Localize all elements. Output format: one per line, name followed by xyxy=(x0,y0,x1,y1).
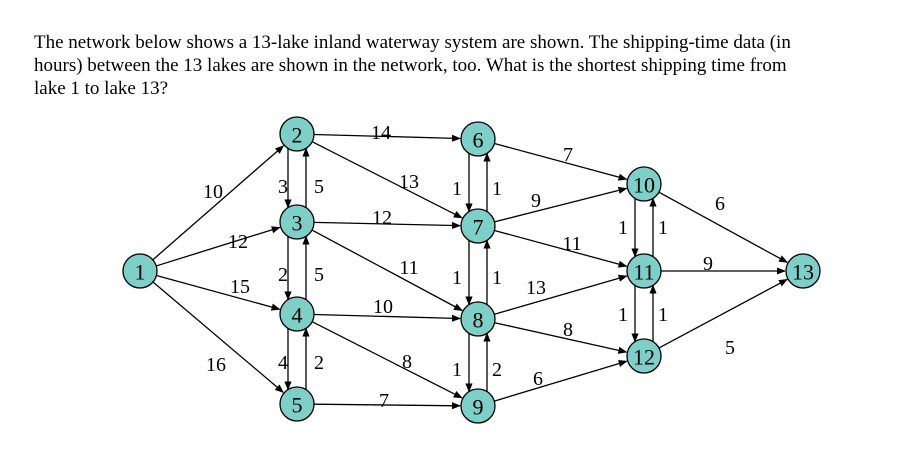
lake-circle-2 xyxy=(279,116,315,152)
edge-weight-11-10: 1 xyxy=(658,217,668,239)
lake-circle-13 xyxy=(785,253,821,289)
edge-3-7 xyxy=(313,221,461,230)
edge-weight-9-12: 6 xyxy=(533,368,543,390)
lake-label-9: 9 xyxy=(473,395,484,420)
lake-circle-7 xyxy=(460,208,496,244)
lake-label-6: 6 xyxy=(473,128,484,153)
lake-label-11: 11 xyxy=(633,260,654,285)
question-line-1: The network below shows a 13-lake inland… xyxy=(34,32,791,53)
lake-label-8: 8 xyxy=(473,308,484,333)
edge-weight-4-8: 10 xyxy=(373,296,393,318)
edge-weight-10-13: 6 xyxy=(715,193,725,215)
lake-label-7: 7 xyxy=(473,215,484,240)
edge-weight-3-7: 12 xyxy=(372,207,392,229)
edge-weight-7-6: 1 xyxy=(492,178,502,200)
lake-label-12: 12 xyxy=(633,345,655,370)
edge-3-8 xyxy=(311,229,463,312)
lake-label-1: 1 xyxy=(135,260,146,285)
edge-9-12 xyxy=(494,360,628,402)
edge-weight-8-11: 13 xyxy=(526,277,546,299)
edge-1-5 xyxy=(152,281,284,393)
lake-circle-3 xyxy=(279,204,315,240)
lake-label-2: 2 xyxy=(292,123,303,148)
edge-weight-12-13: 5 xyxy=(725,337,735,359)
lake-node-3: 3 xyxy=(279,204,315,240)
edge-weight-12-11: 1 xyxy=(658,304,668,326)
edge-weight-5-4: 2 xyxy=(314,352,324,374)
lake-circle-4 xyxy=(279,296,315,332)
edge-10-13 xyxy=(658,191,788,263)
edge-7-10 xyxy=(494,186,628,223)
lake-node-8: 8 xyxy=(460,301,496,337)
lake-node-13: 13 xyxy=(785,253,821,289)
lake-circle-8 xyxy=(460,301,496,337)
lake-circle-9 xyxy=(460,388,496,424)
edge-1-3 xyxy=(156,226,281,267)
edge-8-11 xyxy=(494,274,628,315)
edge-weight-9-8: 2 xyxy=(492,359,502,381)
question-line-2: hours) between the 13 lakes are shown in… xyxy=(34,55,787,76)
edge-4-9 xyxy=(311,321,463,399)
edge-weight-11-13: 9 xyxy=(703,253,713,275)
edge-1-2 xyxy=(152,145,285,261)
edge-weight-6-10: 7 xyxy=(563,144,573,166)
lake-node-6: 6 xyxy=(460,121,496,157)
lake-node-2: 2 xyxy=(279,116,315,152)
lake-node-5: 5 xyxy=(279,386,315,422)
lake-node-1: 1 xyxy=(122,253,158,289)
edge-weight-2-6: 14 xyxy=(371,122,391,144)
lake-node-9: 9 xyxy=(460,388,496,424)
edge-weight-10-11: 1 xyxy=(618,217,628,239)
lake-circle-10 xyxy=(626,166,662,202)
question-text: The network below shows a 13-lake inland… xyxy=(34,31,894,100)
edge-weight-11-12: 1 xyxy=(618,304,628,326)
question-line-3: lake 1 to lake 13? xyxy=(34,78,169,99)
edge-weight-2-7: 13 xyxy=(399,171,419,193)
edge-2-6 xyxy=(313,133,461,142)
edge-weight-3-2: 5 xyxy=(314,176,324,198)
lake-label-5: 5 xyxy=(292,393,303,418)
edge-1-4 xyxy=(156,274,281,311)
edge-weight-4-5: 4 xyxy=(278,352,288,374)
edge-weight-2-3: 3 xyxy=(278,176,288,198)
edge-weight-4-3: 5 xyxy=(314,264,324,286)
lake-label-4: 4 xyxy=(292,303,303,328)
lake-circle-12 xyxy=(626,338,662,374)
lake-circle-5 xyxy=(279,386,315,422)
lake-node-11: 11 xyxy=(626,253,662,289)
edge-weight-1-4: 15 xyxy=(230,276,250,298)
edge-weight-8-9: 1 xyxy=(452,359,462,381)
edge-weight-1-5: 16 xyxy=(206,354,226,376)
edge-weight-1-3: 12 xyxy=(228,231,248,253)
edge-7-11 xyxy=(494,229,628,268)
edge-weight-3-4: 2 xyxy=(278,264,288,286)
edge-weight-5-9: 7 xyxy=(379,390,389,412)
edge-weight-3-8: 11 xyxy=(399,257,418,279)
lake-circle-11 xyxy=(626,253,662,289)
lake-label-13: 13 xyxy=(792,260,814,285)
edge-12-13 xyxy=(658,278,788,349)
edge-8-12 xyxy=(494,322,628,354)
edge-6-10 xyxy=(494,142,628,181)
edge-4-8 xyxy=(313,313,461,322)
lake-node-4: 4 xyxy=(279,296,315,332)
lake-node-10: 10 xyxy=(626,166,662,202)
edge-2-7 xyxy=(311,141,463,219)
lake-circle-1 xyxy=(122,253,158,289)
edge-weight-4-9: 8 xyxy=(402,351,412,373)
edge-5-9 xyxy=(313,402,461,410)
edge-weight-7-11: 11 xyxy=(562,233,581,255)
lake-label-10: 10 xyxy=(633,173,655,198)
edge-weight-7-8: 1 xyxy=(452,267,462,289)
lake-circle-6 xyxy=(460,121,496,157)
lake-label-3: 3 xyxy=(292,211,303,236)
edge-weight-8-7: 1 xyxy=(492,267,502,289)
edge-weight-6-7: 1 xyxy=(452,178,462,200)
edge-weight-7-10: 9 xyxy=(531,190,541,212)
lake-node-7: 7 xyxy=(460,208,496,244)
edge-weight-1-2: 10 xyxy=(203,181,223,203)
edge-weight-8-12: 8 xyxy=(563,319,573,341)
lake-node-12: 12 xyxy=(626,338,662,374)
